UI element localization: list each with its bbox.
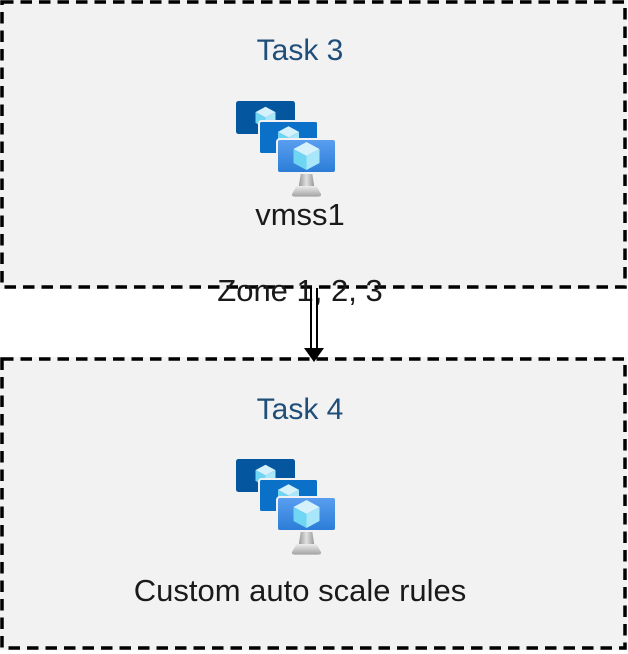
- vm-scale-sets-icon: [230, 98, 342, 200]
- task3-box: Task 3 vmss1 Zone 1, 2, 3: [0, 0, 627, 308]
- task3-title: Task 3: [256, 34, 344, 67]
- zone-label: Zone 1, 2, 3: [217, 273, 383, 308]
- vmss-name-label: vmss1: [255, 197, 345, 232]
- vm-scale-sets-icon: [230, 456, 342, 558]
- task4-caption: Custom auto scale rules: [0, 572, 600, 610]
- down-arrow-icon: [304, 288, 324, 362]
- autoscale-rules-label: Custom auto scale rules: [133, 573, 467, 608]
- task3-caption: vmss1 Zone 1, 2, 3: [0, 196, 600, 310]
- task4-title: Task 4: [256, 393, 344, 426]
- task4-box: Task 4 Custom auto scale rules: [0, 357, 627, 650]
